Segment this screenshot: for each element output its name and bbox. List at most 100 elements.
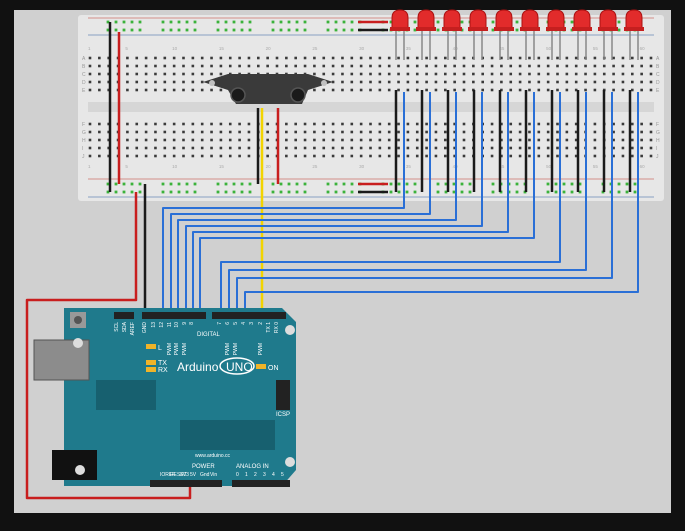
pin-label: TX 1 xyxy=(266,322,272,333)
breadboard-hole xyxy=(509,64,513,68)
breadboard-hole xyxy=(182,138,185,142)
breadboard-hole xyxy=(434,56,438,60)
breadboard-hole xyxy=(182,56,185,60)
breadboard-hole xyxy=(612,56,615,60)
breadboard-hole xyxy=(359,80,363,84)
breadboard-hole xyxy=(191,154,195,158)
led-dome xyxy=(599,9,617,29)
breadboard-hole xyxy=(107,56,110,60)
icsp-label: ICSP xyxy=(276,412,290,418)
breadboard-hole xyxy=(518,154,522,158)
breadboard-hole xyxy=(238,146,241,150)
rail-hole xyxy=(303,20,307,24)
breadboard-hole xyxy=(322,154,326,158)
breadboard-hole xyxy=(331,146,335,150)
breadboard-hole xyxy=(369,80,372,84)
rail-hole xyxy=(271,28,275,32)
pin-label: SCL xyxy=(114,322,120,332)
breadboard-hole xyxy=(397,72,400,76)
breadboard-hole xyxy=(593,154,597,158)
breadboard-hole xyxy=(490,56,494,60)
rail-hole xyxy=(177,190,181,194)
breadboard-hole xyxy=(640,122,643,126)
rail-hole xyxy=(389,182,393,186)
uno-badge-outline xyxy=(219,357,255,375)
breadboard-hole xyxy=(172,138,176,142)
breadboard-hole xyxy=(546,72,550,76)
breadboard-hole xyxy=(649,154,653,158)
breadboard-hole xyxy=(228,122,232,126)
breadboard-hole xyxy=(126,72,129,76)
breadboard-hole xyxy=(528,138,531,142)
column-number: 45 xyxy=(499,164,505,169)
row-letter: C xyxy=(82,72,86,78)
breadboard-hole xyxy=(444,56,447,60)
breadboard-hole xyxy=(490,88,494,92)
mount-hole-tl xyxy=(73,338,83,348)
rail-hole xyxy=(295,28,299,32)
breadboard-hole xyxy=(313,138,316,142)
breadboard-hole xyxy=(182,64,185,68)
rail-hole xyxy=(303,190,307,194)
breadboard-hole xyxy=(640,154,643,158)
led xyxy=(546,9,566,60)
breadboard-hole xyxy=(415,80,419,84)
breadboard-hole xyxy=(546,130,550,134)
rail-hole xyxy=(169,182,173,186)
breadboard-hole xyxy=(481,64,484,68)
breadboard-hole xyxy=(303,146,307,150)
breadboard-hole xyxy=(406,56,410,60)
breadboard-hole xyxy=(602,64,606,68)
breadboard-hole xyxy=(500,88,503,92)
breadboard-hole xyxy=(556,138,559,142)
breadboard-hole xyxy=(219,130,223,134)
breadboard-hole xyxy=(154,146,157,150)
rail-hole xyxy=(106,190,110,194)
row-letter: I xyxy=(82,146,83,152)
breadboard-hole xyxy=(546,138,550,142)
rail-hole xyxy=(617,28,621,32)
breadboard-hole xyxy=(285,138,288,142)
breadboard-hole xyxy=(602,80,606,84)
breadboard-hole xyxy=(649,72,653,76)
breadboard-hole xyxy=(425,130,428,134)
breadboard-hole xyxy=(490,64,494,68)
reset-button-cap[interactable] xyxy=(74,316,82,324)
rail-hole xyxy=(452,190,456,194)
breadboard-hole xyxy=(640,56,643,60)
rail-hole xyxy=(444,182,448,186)
breadboard-hole xyxy=(98,56,101,60)
breadboard-hole xyxy=(350,122,354,126)
breadboard-hole xyxy=(621,146,625,150)
breadboard-hole xyxy=(359,146,363,150)
breadboard-hole xyxy=(200,80,204,84)
breadboard-hole xyxy=(546,154,550,158)
breadboard-hole xyxy=(462,154,466,158)
rail-hole xyxy=(279,190,283,194)
column-number: 10 xyxy=(172,46,178,51)
column-number: 1 xyxy=(88,164,91,169)
breadboard-hole xyxy=(313,88,316,92)
chip-area xyxy=(96,380,156,410)
rail-hole xyxy=(193,182,197,186)
breadboard-hole xyxy=(210,64,213,68)
rail-hole xyxy=(554,182,558,186)
breadboard-hole xyxy=(444,154,447,158)
rail-hole xyxy=(271,182,275,186)
breadboard-hole xyxy=(369,138,372,142)
breadboard-hole xyxy=(341,88,344,92)
breadboard-hole xyxy=(238,138,241,142)
rail-hole xyxy=(295,190,299,194)
breadboard-hole xyxy=(88,72,92,76)
rail-hole xyxy=(138,28,142,32)
breadboard-hole xyxy=(406,72,410,76)
rail-hole xyxy=(633,182,637,186)
breadboard-hole xyxy=(98,130,101,134)
breadboard-hole xyxy=(444,122,447,126)
rail-hole xyxy=(240,20,244,24)
breadboard-hole xyxy=(144,80,148,84)
rail-hole xyxy=(130,20,134,24)
breadboard-hole xyxy=(144,130,148,134)
breadboard-hole xyxy=(154,64,157,68)
breadboard-hole xyxy=(107,122,110,126)
